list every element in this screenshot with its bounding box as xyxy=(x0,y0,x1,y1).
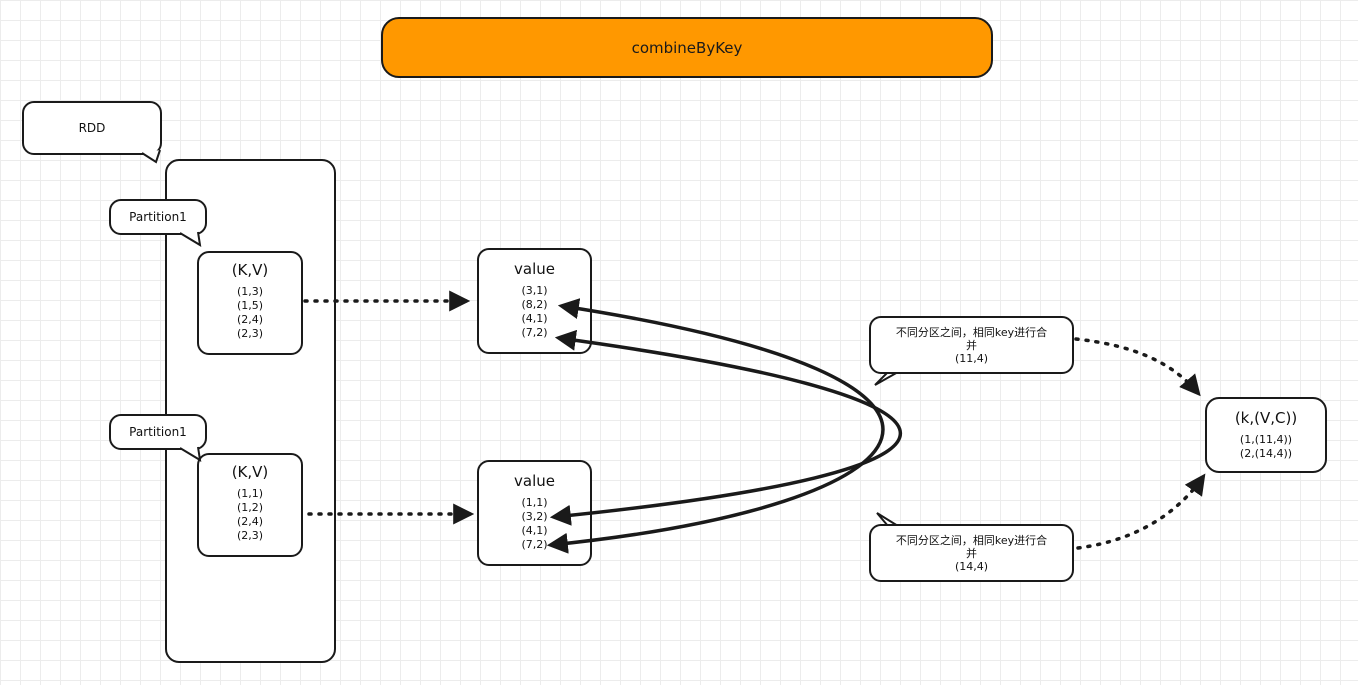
kv-row: (1,3) xyxy=(236,285,264,298)
merge-result-2: (14,4) xyxy=(954,559,989,573)
merge-arrow-lower xyxy=(549,329,903,526)
value-header-1: value xyxy=(514,260,555,278)
kv-row: (1,2) xyxy=(236,501,264,514)
value-row: (1,1) xyxy=(521,496,548,509)
kv-row: (2,4) xyxy=(236,313,264,326)
rdd-container xyxy=(165,159,336,663)
partition-callout-2: Partition1 xyxy=(109,414,207,450)
value-row: (4,1) xyxy=(521,312,548,325)
rdd-callout: RDD xyxy=(22,101,162,155)
result-box: (k,(V,C)) (1,(11,4)) (2,(14,4)) xyxy=(1205,397,1327,473)
kv-box-1: (K,V) (1,3) (1,5) (2,4) (2,3) xyxy=(197,251,303,355)
result-row: (1,(11,4)) xyxy=(1239,433,1293,446)
merge-text-2: 不同分区之间，相同key进行合 xyxy=(895,533,1048,547)
rdd-callout-tail xyxy=(141,149,161,164)
merge-result-1: (11,4) xyxy=(954,351,989,365)
kv-row: (2,4) xyxy=(236,515,264,528)
merge-callout-1: 不同分区之间，相同key进行合 并 (11,4) xyxy=(869,316,1074,374)
result-row: (2,(14,4)) xyxy=(1239,447,1293,460)
merge-callout-1-tail xyxy=(874,371,899,386)
title-text: combineByKey xyxy=(631,38,743,57)
kv-row: (1,5) xyxy=(236,299,264,312)
partition-callout-1-tail xyxy=(179,231,202,247)
value-row: (3,1) xyxy=(521,284,548,297)
value-row: (4,1) xyxy=(521,524,548,537)
merge-callout-2: 不同分区之间，相同key进行合 并 (14,4) xyxy=(869,524,1074,582)
partition-label-1: Partition1 xyxy=(129,210,187,224)
kv-header-1: (K,V) xyxy=(231,261,269,279)
kv-row: (2,3) xyxy=(236,327,264,340)
dotted-arrow-merge2-result xyxy=(1076,473,1206,550)
merge-text-1b: 并 xyxy=(966,338,977,352)
merge-callout-2-tail xyxy=(876,512,899,527)
dotted-arrow-merge1-result xyxy=(1074,337,1201,397)
value-row: (3,2) xyxy=(521,510,548,523)
value-header-2: value xyxy=(514,472,555,490)
kv-row: (1,1) xyxy=(236,487,264,500)
result-header: (k,(V,C)) xyxy=(1234,409,1298,427)
title-box: combineByKey xyxy=(381,17,993,78)
kv-header-2: (K,V) xyxy=(231,463,269,481)
value-row: (8,2) xyxy=(521,298,548,311)
partition-callout-1: Partition1 xyxy=(109,199,207,235)
merge-arrow-upper xyxy=(546,298,885,554)
partition-label-2: Partition1 xyxy=(129,425,187,439)
partition-callout-2-tail xyxy=(179,446,202,462)
merge-text-2b: 并 xyxy=(966,546,977,560)
kv-box-2: (K,V) (1,1) (1,2) (2,4) (2,3) xyxy=(197,453,303,557)
kv-row: (2,3) xyxy=(236,529,264,542)
rdd-label: RDD xyxy=(78,121,106,135)
value-row: (7,2) xyxy=(521,538,548,551)
merge-text-1: 不同分区之间，相同key进行合 xyxy=(895,325,1048,339)
value-row: (7,2) xyxy=(521,326,548,339)
